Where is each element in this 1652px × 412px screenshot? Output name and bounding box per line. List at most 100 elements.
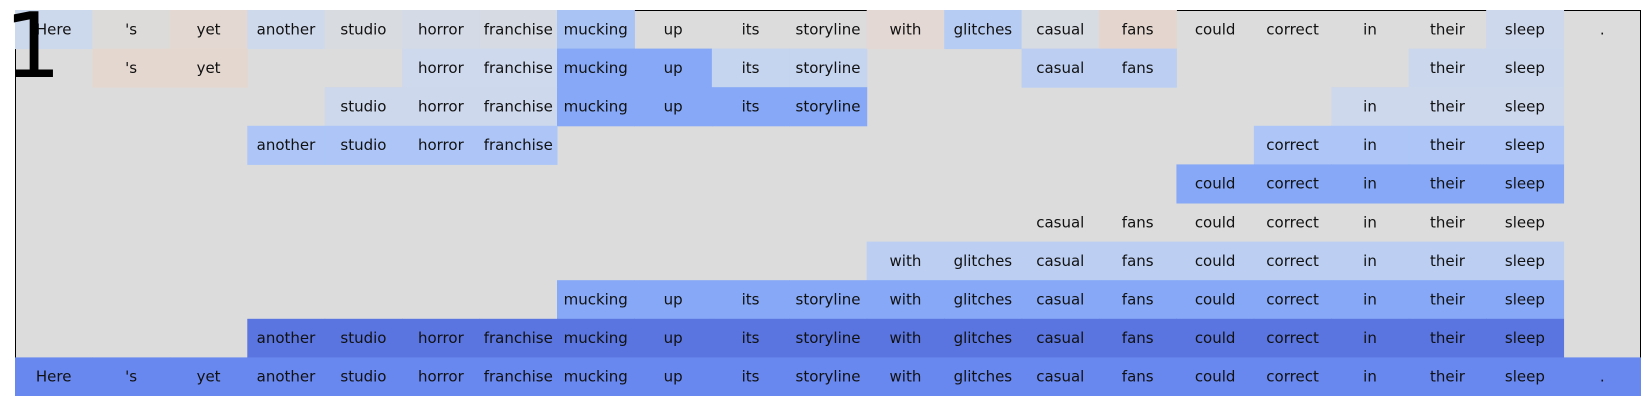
token-label-r7-c15: could: [1195, 291, 1236, 309]
grid-cell-r3-c4: [324, 125, 403, 165]
grid-cell-r3-c16: [1253, 125, 1332, 165]
token-label-r0-c4: studio: [340, 20, 386, 38]
grid-cell-r2-c10: [789, 87, 868, 127]
token-label-r8-c6: franchise: [484, 329, 553, 347]
grid-cell-r3-c18: [1408, 125, 1487, 165]
token-label-r6-c11: with: [890, 252, 922, 270]
token-label-r6-c15: could: [1195, 252, 1236, 270]
token-label-r0-c11: with: [890, 20, 922, 38]
token-label-r9-c3: another: [257, 368, 316, 386]
grid-cell-r0-c7: [557, 10, 635, 50]
grid-cell-r3-c3: [247, 125, 326, 165]
grid-cell-r0-c13: [1021, 10, 1100, 50]
grid-cell-r0-c1: [92, 10, 171, 50]
grid-cell-r6-c15: [1176, 241, 1255, 281]
grid-cell-r8-c3: [247, 318, 326, 358]
grid-cell-r7-c7: [557, 280, 635, 320]
token-label-r9-c8: up: [664, 368, 683, 386]
token-label-r5-c13: casual: [1036, 213, 1084, 231]
token-label-r4-c19: sleep: [1505, 175, 1545, 193]
token-label-r6-c18: their: [1430, 252, 1466, 270]
token-label-r5-c16: correct: [1266, 213, 1319, 231]
token-label-r6-c16: correct: [1266, 252, 1319, 270]
token-label-r8-c19: sleep: [1505, 329, 1545, 347]
token-label-r1-c1: 's: [125, 59, 137, 77]
grid-cell-r6-c11: [866, 241, 945, 281]
grid-cell-r1-c6: [479, 48, 558, 88]
grid-cell-r7-c17: [1331, 280, 1410, 320]
grid-cell-r2-c4: [324, 87, 403, 127]
token-label-r1-c18: their: [1430, 59, 1466, 77]
grid-cell-r0-c4: [324, 10, 403, 50]
figure-label: 1: [4, 0, 62, 99]
token-label-r1-c13: casual: [1036, 59, 1084, 77]
token-label-r0-c2: yet: [197, 20, 221, 38]
grid-cell-r9-c0: [15, 357, 93, 396]
token-label-r8-c13: casual: [1036, 329, 1084, 347]
token-label-r3-c6: franchise: [484, 136, 553, 154]
token-label-r7-c9: its: [742, 291, 760, 309]
token-label-r1-c5: horror: [418, 59, 465, 77]
token-label-r8-c5: horror: [418, 329, 465, 347]
grid-cell-r7-c15: [1176, 280, 1255, 320]
token-label-r8-c7: mucking: [564, 329, 628, 347]
token-label-r8-c3: another: [257, 329, 316, 347]
grid-cell-r6-c19: [1486, 241, 1565, 281]
grid-cell-r9-c17: [1331, 357, 1410, 396]
token-label-r9-c11: with: [890, 368, 922, 386]
token-label-r1-c6: franchise: [484, 59, 553, 77]
grid-cell-r9-c16: [1253, 357, 1332, 396]
grid-cell-r6-c13: [1021, 241, 1100, 281]
grid-cell-r2-c6: [479, 87, 558, 127]
token-label-r9-c18: their: [1430, 368, 1466, 386]
grid-cell-r2-c7: [557, 87, 635, 127]
token-label-r9-c1: 's: [125, 368, 137, 386]
grid-cell-r4-c19: [1486, 164, 1565, 204]
grid-cell-r8-c6: [479, 318, 558, 358]
grid-cell-r7-c8: [634, 280, 713, 320]
grid-cell-r9-c18: [1408, 357, 1487, 396]
token-label-r2-c8: up: [664, 98, 683, 116]
grid-cell-r9-c14: [1099, 357, 1177, 396]
grid-cell-r8-c12: [944, 318, 1023, 358]
grid-cell-r8-c5: [402, 318, 481, 358]
grid-cell-r3-c6: [479, 125, 558, 165]
token-label-r0-c16: correct: [1266, 20, 1319, 38]
token-label-r2-c19: sleep: [1505, 98, 1545, 116]
grid-cell-r9-c19: [1486, 357, 1565, 396]
grid-cell-r2-c5: [402, 87, 481, 127]
token-label-r6-c17: in: [1363, 252, 1377, 270]
token-label-r7-c16: correct: [1266, 291, 1319, 309]
token-label-r1-c14: fans: [1122, 59, 1154, 77]
token-label-r8-c9: its: [742, 329, 760, 347]
grid-cell-r1-c8: [634, 48, 713, 88]
grid-cell-r4-c18: [1408, 164, 1487, 204]
token-label-r3-c18: their: [1430, 136, 1466, 154]
token-label-r6-c19: sleep: [1505, 252, 1545, 270]
token-label-r3-c4: studio: [340, 136, 386, 154]
token-label-r7-c17: in: [1363, 291, 1377, 309]
grid-cell-r1-c7: [557, 48, 635, 88]
token-label-r0-c19: sleep: [1505, 20, 1545, 38]
grid-cell-r0-c14: [1099, 10, 1177, 50]
token-label-r9-c7: mucking: [564, 368, 628, 386]
token-label-r8-c17: in: [1363, 329, 1377, 347]
token-label-r0-c6: franchise: [484, 20, 553, 38]
grid-cell-r8-c17: [1331, 318, 1410, 358]
token-label-r9-c4: studio: [340, 368, 386, 386]
grid-cell-r8-c15: [1176, 318, 1255, 358]
grid-cell-r0-c6: [479, 10, 558, 50]
grid-cell-r9-c11: [866, 357, 945, 396]
token-label-r2-c6: franchise: [484, 98, 553, 116]
token-label-r5-c18: their: [1430, 213, 1466, 231]
token-label-r9-c14: fans: [1122, 368, 1154, 386]
token-label-r0-c10: storyline: [796, 20, 861, 38]
grid-cell-r0-c0: [15, 10, 93, 50]
grid-cell-r9-c7: [557, 357, 635, 396]
grid-cell-r9-c15: [1176, 357, 1255, 396]
token-label-r0-c1: 's: [125, 20, 137, 38]
token-label-r6-c14: fans: [1122, 252, 1154, 270]
token-label-r8-c15: could: [1195, 329, 1236, 347]
token-label-r9-c13: casual: [1036, 368, 1084, 386]
token-label-r0-c20: .: [1600, 20, 1605, 38]
